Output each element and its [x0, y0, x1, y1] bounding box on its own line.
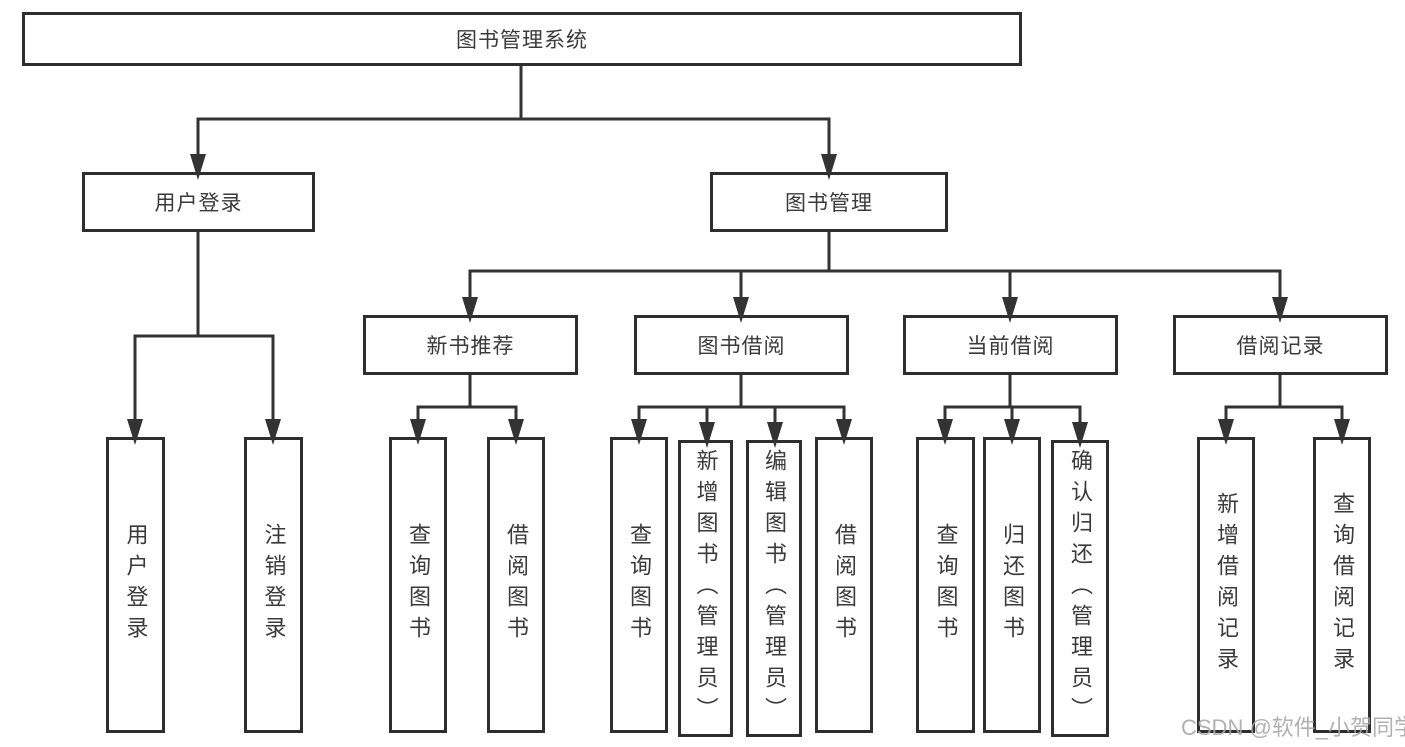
node-book-management: 图书管理 — [710, 172, 948, 232]
node-label: 用户登录 — [154, 192, 243, 215]
leaf-label: 查询图书 — [627, 523, 652, 647]
leaf-label: 编辑图书（管理员） — [762, 449, 787, 728]
watermark: CSDN @软件_小贺同学 — [1181, 715, 1405, 740]
node-book-borrowing: 图书借阅 — [634, 315, 849, 375]
leaf-add-borrow-record: 新增借阅记录 — [1197, 437, 1255, 733]
leaf-label: 确认归还（管理员） — [1068, 449, 1093, 728]
leaf-edit-books-admin: 编辑图书（管理员） — [746, 440, 802, 737]
leaf-label: 新增图书（管理员） — [693, 449, 719, 728]
leaf-add-books-admin: 新增图书（管理员） — [678, 440, 733, 737]
leaf-return-books: 归还图书 — [983, 437, 1041, 733]
leaf-query-books-current: 查询图书 — [916, 437, 975, 733]
leaf-borrow-books-borrowing: 借阅图书 — [815, 437, 873, 733]
leaf-label: 归还图书 — [1000, 523, 1025, 647]
leaf-user-login: 用户登录 — [106, 437, 165, 733]
leaf-label: 查询图书 — [406, 523, 431, 647]
node-library-management-system: 图书管理系统 — [22, 12, 1022, 66]
leaf-label: 用户登录 — [123, 523, 149, 647]
leaf-label: 借阅图书 — [504, 523, 529, 647]
node-borrowing-records: 借阅记录 — [1173, 315, 1388, 375]
leaf-query-books-recommend: 查询图书 — [389, 437, 447, 733]
leaf-borrow-books-recommend: 借阅图书 — [487, 437, 545, 733]
node-label: 借阅记录 — [1236, 335, 1325, 358]
node-new-book-recommendation: 新书推荐 — [363, 315, 578, 375]
leaf-label: 查询借阅记录 — [1330, 492, 1355, 678]
leaf-logout: 注销登录 — [244, 437, 303, 733]
leaf-label: 查询图书 — [933, 523, 959, 647]
leaf-query-borrow-record: 查询借阅记录 — [1313, 437, 1371, 733]
node-current-borrowing: 当前借阅 — [903, 315, 1118, 375]
leaf-confirm-return-admin: 确认归还（管理员） — [1051, 440, 1109, 737]
leaf-label: 新增借阅记录 — [1214, 492, 1239, 678]
node-label: 当前借阅 — [966, 335, 1055, 358]
node-label: 图书管理系统 — [456, 29, 588, 52]
node-label: 新书推荐 — [426, 335, 515, 358]
leaf-label: 注销登录 — [261, 523, 287, 647]
leaf-query-books-borrowing: 查询图书 — [610, 437, 668, 733]
node-label: 图书借阅 — [697, 335, 786, 358]
leaf-label: 借阅图书 — [832, 523, 857, 647]
node-label: 图书管理 — [785, 192, 873, 215]
node-user-login: 用户登录 — [82, 172, 315, 232]
